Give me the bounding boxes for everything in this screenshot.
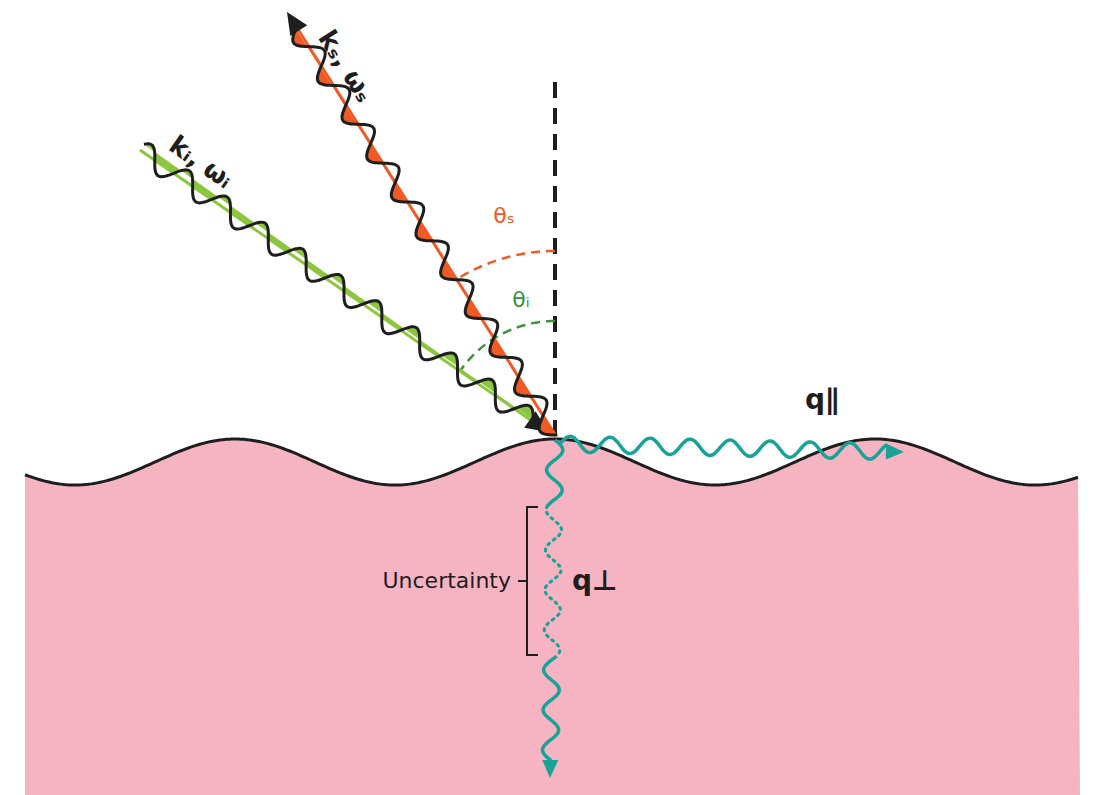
scattered-photon-arrowhead [287, 12, 307, 36]
perpendicular-phonon-wave [542, 656, 559, 761]
parallel-phonon-arrowhead [886, 444, 904, 460]
annotation-label: Uncertainty [382, 569, 511, 593]
wavevector-label: kₛ, ωₛ [313, 25, 379, 107]
perpendicular-phonon-wave [547, 440, 563, 506]
wavevector-label: kᵢ, ωᵢ [164, 130, 238, 194]
uncertain-phonon-wave [544, 506, 561, 656]
scattered-photon-lobes [293, 29, 556, 436]
angle-label: θᵢ [512, 288, 529, 312]
phonon-label: q∥ [805, 385, 839, 416]
perpendicular-phonon-arrowhead [542, 760, 558, 778]
scattering-angle-arc [457, 251, 555, 279]
parallel-phonon-wave [560, 436, 887, 459]
phonon-label: q⊥ [572, 566, 618, 597]
surface-normal [553, 82, 557, 436]
incident-photon-wave [144, 144, 533, 420]
material-body [25, 439, 1080, 795]
uncertainty-bracket [518, 507, 538, 655]
scattered-photon-wave [293, 29, 558, 435]
angle-label: θₛ [493, 204, 515, 228]
incident-photon-lobes [144, 144, 533, 420]
